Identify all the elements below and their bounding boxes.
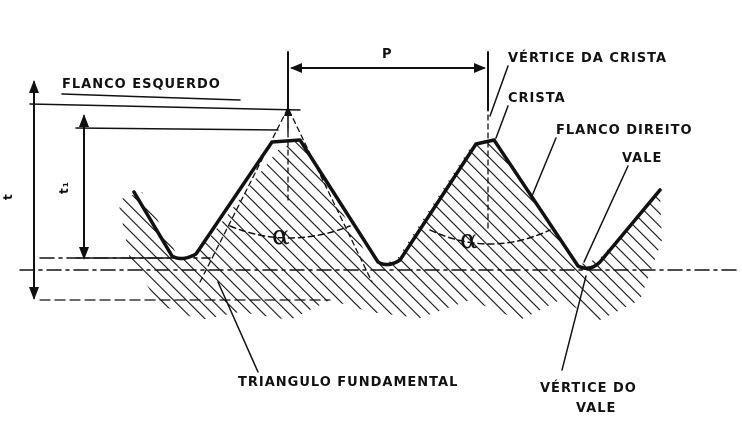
label-pitch: P (382, 47, 393, 62)
label-dim-t1: t₁ (57, 181, 71, 194)
leader-triangulo (217, 281, 259, 373)
label-vale-bottom: VALE (576, 401, 616, 416)
dim-t-top-ext (29, 103, 301, 111)
label-alpha-2: α (460, 225, 478, 255)
angle-arc-2 (429, 229, 551, 245)
leader-flanco-esquerdo (61, 93, 241, 101)
dim-t-arrow-top (29, 80, 39, 93)
dim-t1-top-ext (75, 127, 279, 131)
label-flanco-direito: FLANCO DIREITO (556, 123, 693, 138)
label-dim-t: t (1, 193, 15, 200)
label-vertice-do: VÉRTICE DO (540, 380, 637, 396)
leader-vale (583, 165, 629, 263)
pitch-arrow-right (474, 63, 486, 73)
leader-flanco-direito (531, 137, 557, 197)
label-vertice-da-crista: VÉRTICE DA CRISTA (508, 50, 667, 66)
label-flanco-esquerdo: FLANCO ESQUERDO (62, 77, 221, 92)
dim-t1-arrow-top (79, 114, 89, 127)
pitch-arrow-left (290, 63, 302, 73)
label-crista: CRISTA (508, 91, 566, 106)
crest-vertex-arrowhead-1 (284, 106, 292, 116)
leader-vertice-vale (561, 275, 587, 371)
leader-vertice-crista (489, 65, 509, 117)
leader-crista (495, 105, 509, 139)
dim-t1-arrow-bottom (79, 247, 89, 260)
dim-t-arrow-bottom (29, 287, 39, 300)
label-alpha-1: α (272, 221, 290, 251)
thread-material-hatch (118, 138, 662, 320)
label-triangulo-fundamental: TRIANGULO FUNDAMENTAL (238, 375, 458, 390)
fundamental-triangle (199, 107, 373, 283)
angle-arc-1 (229, 225, 351, 239)
label-vale: VALE (622, 151, 662, 166)
